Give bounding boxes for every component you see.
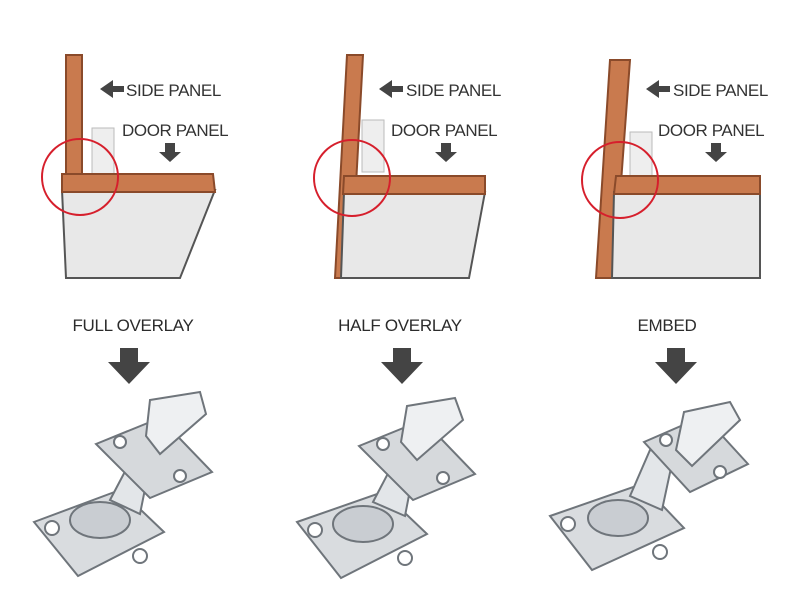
joint-highlight-circle [41, 138, 119, 216]
door-panel-edge [61, 173, 217, 193]
column-half-overlay: SIDE PANEL DOOR PANEL HALF OVERLAY [267, 0, 533, 606]
hinge-embed [548, 400, 750, 572]
arrow-down-icon [159, 143, 181, 162]
embed-diagram: SIDE PANEL DOOR PANEL [581, 59, 768, 279]
side-panel-label: SIDE PANEL [673, 81, 768, 100]
caption-half-overlay: HALF OVERLAY [338, 316, 462, 335]
arrow-down-icon [705, 143, 727, 162]
arrow-left-icon [646, 80, 670, 98]
door-panel-edge [612, 175, 761, 195]
arrow-down-icon [381, 348, 423, 384]
door-panel-face [610, 191, 761, 279]
joint-highlight-circle [313, 139, 391, 217]
inner-bracket [91, 127, 115, 177]
caption-embed: EMBED [637, 316, 697, 335]
arrow-left-icon [379, 80, 403, 98]
column-embed: SIDE PANEL DOOR PANEL EMBED [534, 0, 800, 606]
arrow-down-icon [435, 143, 457, 162]
side-panel-wood [65, 54, 83, 175]
arrow-down-icon [655, 348, 697, 384]
hinge-half-overlay [295, 396, 477, 580]
hinge-icon [32, 390, 214, 578]
hinge-icon [295, 396, 477, 580]
caption-full-overlay: FULL OVERLAY [72, 316, 194, 335]
half-overlay-diagram: SIDE PANEL DOOR PANEL [313, 54, 501, 279]
door-panel-label: DOOR PANEL [658, 121, 764, 140]
door-panel-face [339, 191, 487, 279]
door-panel-label: DOOR PANEL [391, 121, 497, 140]
hinge-icon [548, 400, 750, 572]
arrow-down-icon [108, 348, 150, 384]
door-panel-face [60, 189, 217, 279]
door-panel-label: DOOR PANEL [122, 121, 228, 140]
column-full-overlay: SIDE PANEL DOOR PANEL FULL OVERLAY [0, 0, 266, 606]
side-panel-label: SIDE PANEL [126, 81, 221, 100]
arrow-left-icon [100, 80, 124, 98]
side-panel-label: SIDE PANEL [406, 81, 501, 100]
hinge-full-overlay [32, 390, 214, 578]
joint-highlight-circle [581, 141, 659, 219]
full-overlay-diagram: SIDE PANEL DOOR PANEL [41, 54, 229, 279]
door-panel-edge [341, 175, 486, 195]
